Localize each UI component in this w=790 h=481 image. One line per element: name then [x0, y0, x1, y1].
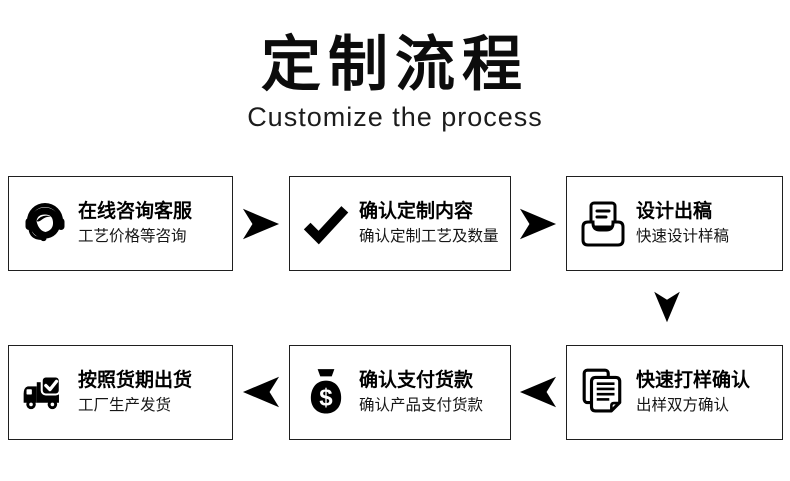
- delivery-truck-check-icon: [22, 369, 68, 417]
- step-subtitle: 快速设计样稿: [636, 228, 730, 246]
- step-subtitle: 工艺价格等咨询: [78, 228, 187, 246]
- step-subtitle: 工厂生产发货: [78, 397, 172, 415]
- step-title: 设计出稿: [636, 201, 713, 223]
- arrow-down-icon: [649, 291, 685, 323]
- money-bag-icon: $: [303, 369, 349, 417]
- step-subtitle: 确认定制工艺及数量: [359, 228, 499, 246]
- arrow-left-icon: [242, 375, 280, 409]
- step-title: 快速打样确认: [636, 370, 751, 392]
- sample-documents-icon: [580, 368, 626, 417]
- design-draft-inbox-icon: [580, 200, 626, 248]
- arrow-right-icon: [242, 207, 280, 241]
- page-title: 定制流程: [261, 31, 529, 98]
- step-card-design-draft: 设计出稿 快速设计样稿: [566, 176, 783, 271]
- step-card-ship-goods: 按照货期出货 工厂生产发货: [8, 345, 233, 440]
- step-card-confirm-content: 确认定制内容 确认定制工艺及数量: [289, 176, 511, 271]
- step-title: 按照货期出货: [78, 370, 193, 392]
- step-subtitle: 确认产品支付货款: [359, 397, 484, 415]
- arrow-left-icon: [519, 375, 557, 409]
- customer-service-headset-icon: [22, 200, 68, 248]
- page-subtitle: Customize the process: [247, 102, 543, 132]
- checkmark-icon: [303, 200, 349, 248]
- step-card-confirm-payment: $ 确认支付货款 确认产品支付货款: [289, 345, 511, 440]
- step-subtitle: 出样双方确认: [636, 397, 730, 415]
- step-title: 确认支付货款: [359, 370, 474, 392]
- step-title: 在线咨询客服: [78, 201, 193, 223]
- step-card-sample-confirm: 快速打样确认 出样双方确认: [566, 345, 783, 440]
- arrow-right-icon: [519, 207, 557, 241]
- step-title: 确认定制内容: [359, 201, 474, 223]
- step-card-online-consult: 在线咨询客服 工艺价格等咨询: [8, 176, 233, 271]
- svg-text:$: $: [319, 385, 333, 412]
